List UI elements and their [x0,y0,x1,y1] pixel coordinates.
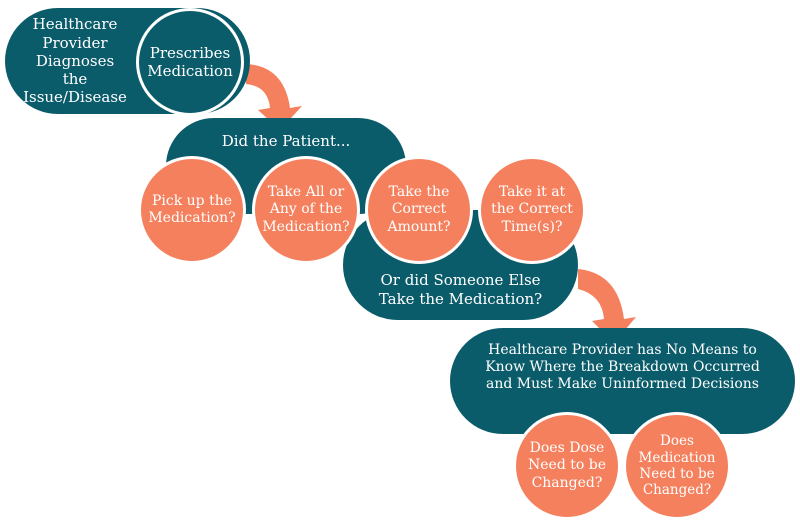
dose-change-text: Does Dose Need to be Changed? [528,440,606,491]
curved-arrow-1 [246,64,302,130]
diagnose-text: Healthcare Provider Diagnoses the Issue/… [23,15,127,107]
medication-change-text: Does Medication Need to be Changed? [638,433,716,499]
dose-change-circle: Does Dose Need to be Changed? [513,412,621,520]
patient-question-text: Did the Patient... [221,132,351,150]
take-all-circle: Take All or Any of the Medication? [252,156,360,264]
curved-arrow-2 [578,269,636,343]
uninformed-decisions-text: Healthcare Provider has No Means to Know… [485,342,760,393]
prescribe-text: Prescribes Medication [147,43,233,80]
correct-amount-circle: Take the Correct Amount? [365,156,473,264]
take-all-text: Take All or Any of the Medication? [262,184,350,235]
prescribe-circle: Prescribes Medication [136,8,244,116]
correct-amount-text: Take the Correct Amount? [387,184,451,235]
pickup-circle: Pick up the Medication? [138,156,246,264]
correct-time-circle: Take it at the Correct Time(s)? [478,156,586,264]
pickup-text: Pick up the Medication? [148,192,236,226]
correct-time-text: Take it at the Correct Time(s)? [491,184,573,235]
someone-else-text: Or did Someone Else Take the Medication? [378,271,543,308]
uninformed-decisions-pill: Healthcare Provider has No Means to Know… [450,328,795,434]
medication-change-circle: Does Medication Need to be Changed? [623,412,731,520]
